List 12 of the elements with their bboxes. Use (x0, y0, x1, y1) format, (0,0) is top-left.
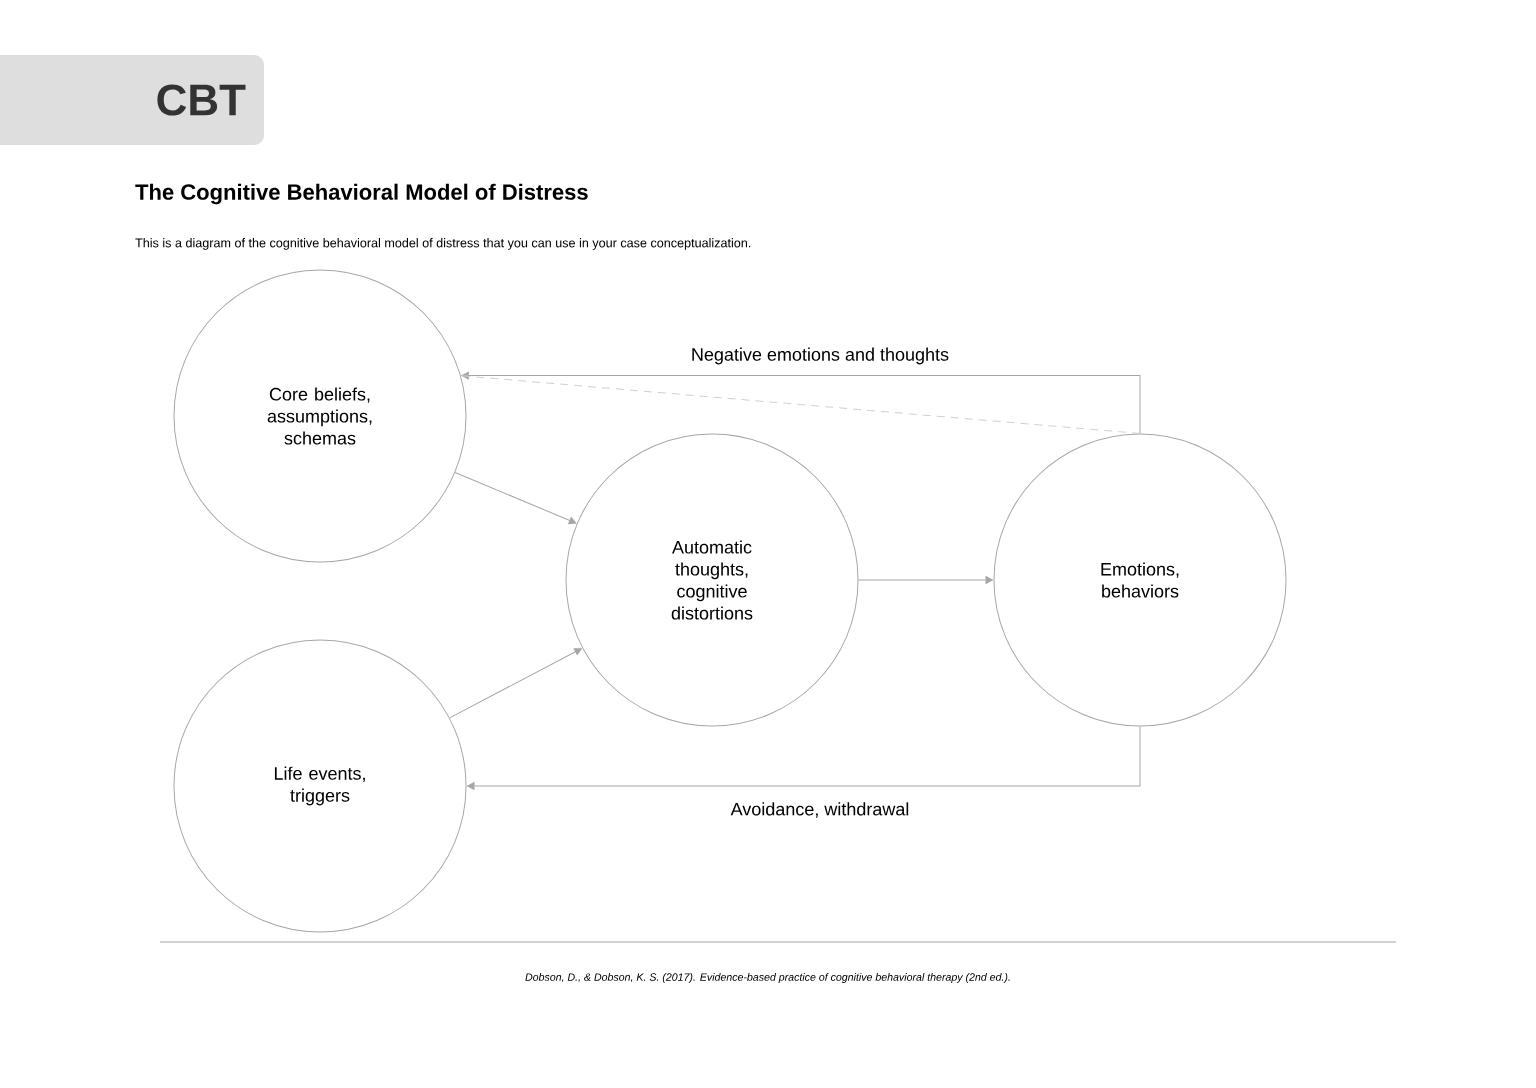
edge-label: Avoidance, withdrawal (728, 800, 912, 820)
circle-node: Emotions, behaviors (993, 433, 1287, 727)
arrow (858, 576, 993, 584)
circle-node: Core beliefs, assumptions, schemas (173, 269, 467, 563)
circle-node: Life events, triggers (173, 639, 467, 933)
edge-label: Negative emotions and thoughts (688, 345, 952, 367)
arrow (467, 726, 1141, 790)
arrow (454, 472, 577, 525)
circle-node: Automatic thoughts, cognitive distortions (565, 433, 859, 727)
title: The Cognitive Behavioral Model of Distress (135, 183, 588, 205)
badge: CBT (0, 55, 264, 145)
arrow (449, 648, 582, 719)
